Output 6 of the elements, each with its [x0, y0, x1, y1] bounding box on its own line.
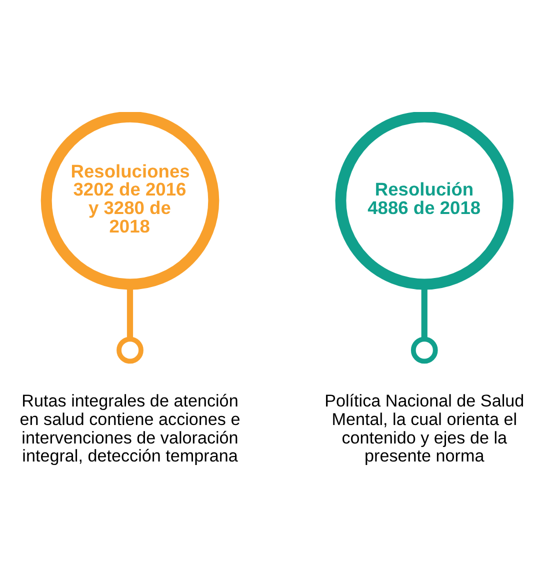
node-circle: Resoluciones 3202 de 2016 y 3280 de 2018	[40, 112, 220, 290]
node-label: Política Nacional de Salud Mental, la cual orienta el contenido y ejes de la presente norma	[324, 392, 524, 466]
node-label: Rutas integrales de atención en salud contiene acciones e intervenciones de valoración integral, detección temprana	[20, 392, 240, 466]
node-circle	[410, 336, 438, 364]
node-circle: Resolución 4886 de 2018	[335, 112, 514, 290]
node-circle	[116, 336, 144, 364]
